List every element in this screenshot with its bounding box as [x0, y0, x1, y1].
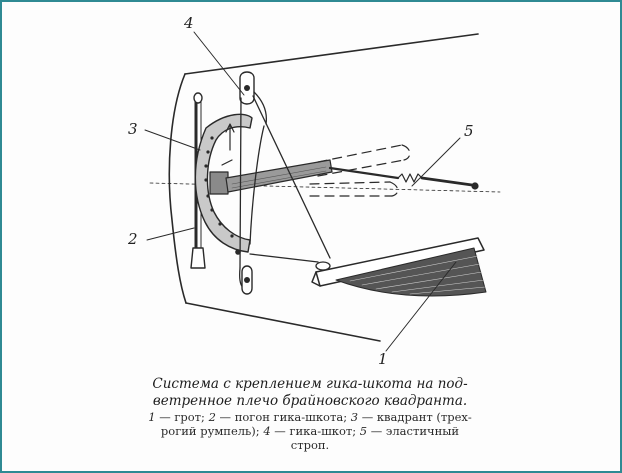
legend-num-5: 5 [359, 424, 368, 438]
lower-block [235, 249, 253, 295]
tiller-swing-dashed [309, 144, 411, 197]
legend-text-2: — погон гика-шкота; [215, 410, 351, 424]
boom [311, 237, 485, 287]
boom-sheet [239, 91, 331, 289]
legend-text-5: — эластичный [367, 424, 460, 438]
legend-text-3b: рогий румпель); [160, 424, 264, 438]
elastic-strop [328, 166, 479, 190]
upper-block [239, 71, 255, 105]
legend-num-1: 1 [148, 410, 156, 424]
label-3: 3 [128, 120, 138, 138]
legend-line-2: рогий румпель); 4 — гика-шкот; 5 — эласт… [70, 424, 550, 438]
motion-arrows [221, 123, 235, 166]
traveller-rail [190, 92, 206, 269]
legend-num-4: 4 [263, 424, 271, 438]
tiller [225, 159, 333, 193]
hull-outline [168, 33, 479, 342]
mainsail [335, 247, 487, 297]
rudder-hub [209, 171, 229, 195]
legend-line-1: 1 — грот; 2 — погон гика-шкота; 3 — квад… [70, 410, 550, 424]
legend-text-1: — грот; [155, 410, 209, 424]
centerline [149, 182, 501, 193]
label-1: 1 [378, 350, 388, 368]
quadrant [194, 113, 253, 253]
legend-num-2: 2 [208, 410, 216, 424]
legend-text-3: — квадрант (трех- [358, 410, 472, 424]
caption-title-line1: Система с креплением гика-шкота на под- [152, 376, 468, 392]
caption-title-line2: ветренное плечо брайновского квадранта. [152, 393, 468, 409]
label-4: 4 [184, 14, 194, 32]
label-5: 5 [464, 122, 474, 140]
legend-line-3: строп. [70, 438, 550, 452]
legend-num-3: 3 [350, 410, 359, 424]
label-2: 2 [128, 230, 138, 248]
legend-text-4: — гика-шкот; [270, 424, 360, 438]
caption-title: Система с креплением гика-шкота на под- … [60, 376, 560, 410]
caption-legend: 1 — грот; 2 — погон гика-шкота; 3 — квад… [70, 410, 550, 452]
leader-lines [144, 31, 461, 352]
legend-text-5b: строп. [290, 438, 330, 452]
